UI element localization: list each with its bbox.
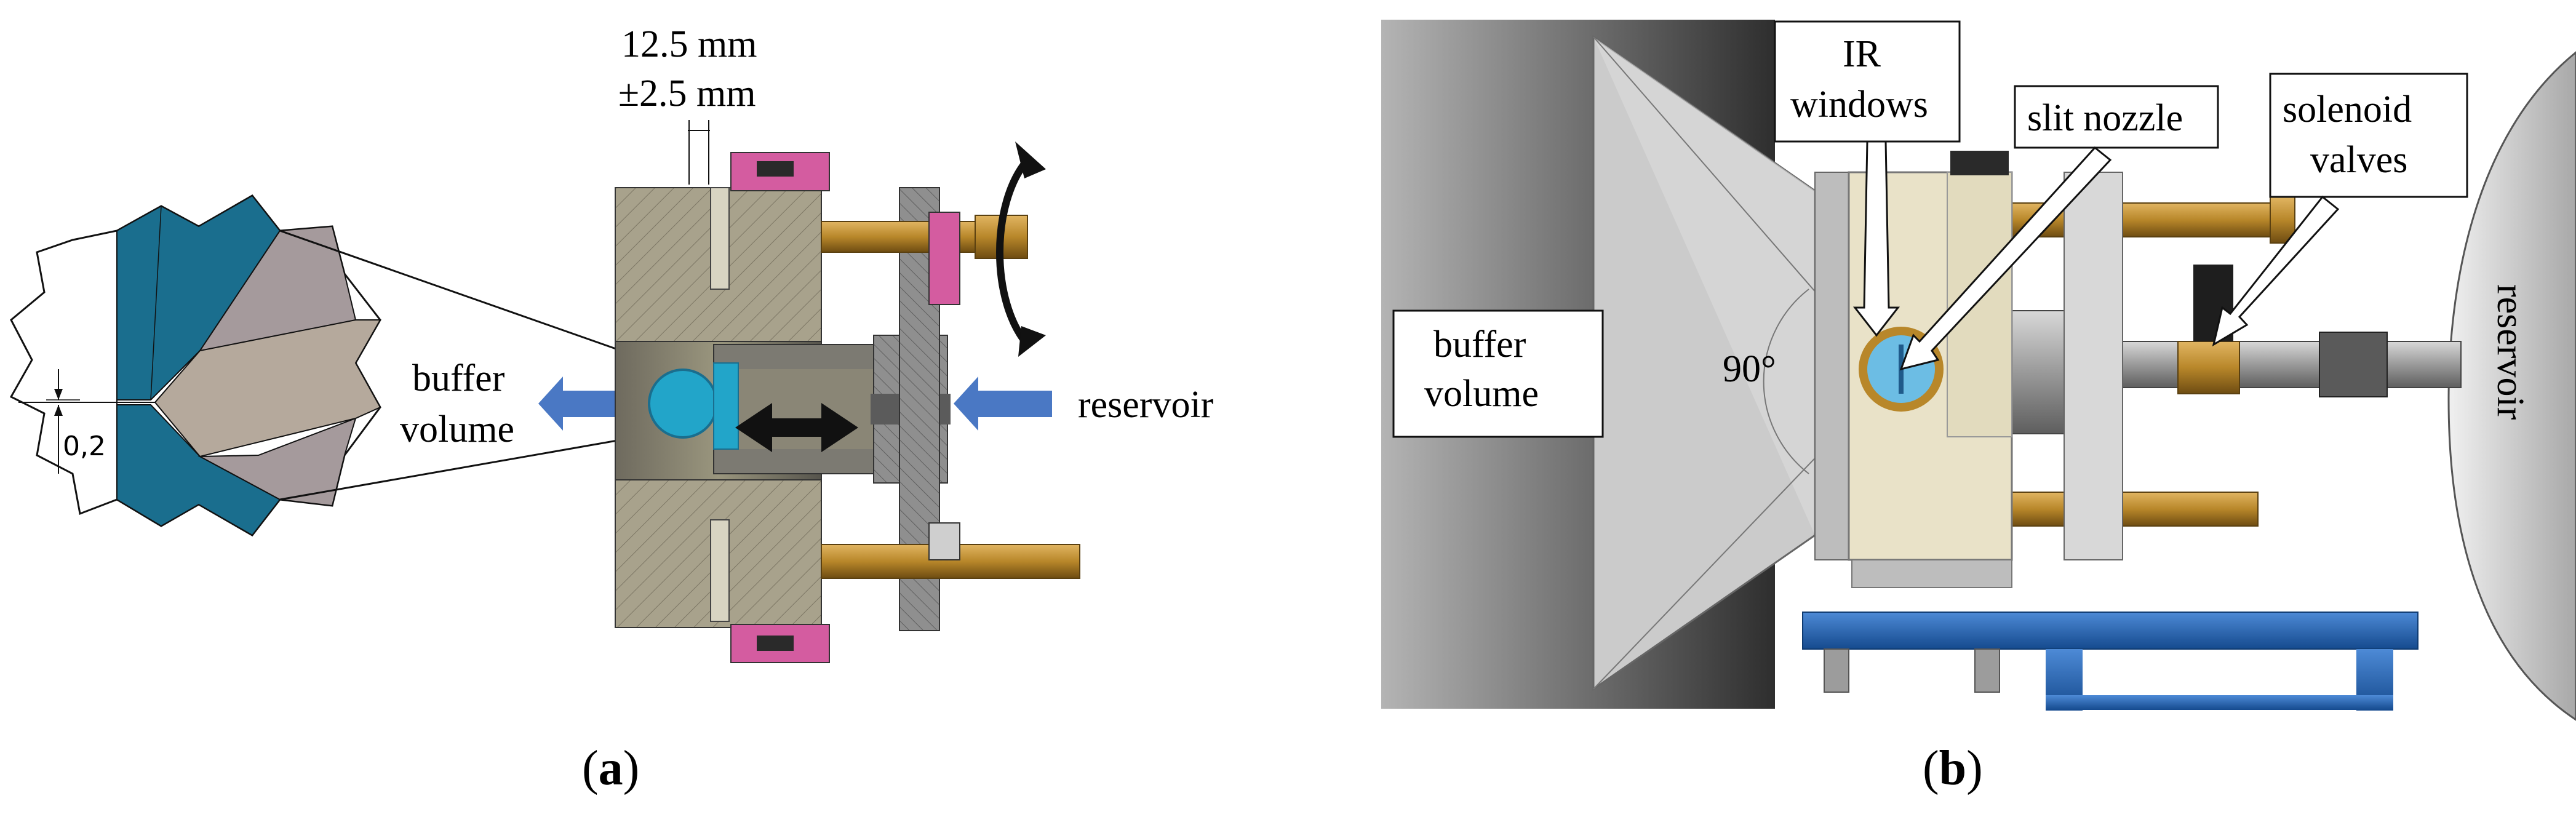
dim-arrowhead-bottom [54,405,63,416]
rail-foot [2046,695,2393,710]
caption-b: (b) [1923,741,1983,795]
buffer-volume-box: buffer volume [1392,309,1604,438]
detail-line-2 [150,205,162,401]
nozzle-channel-taupe [154,319,381,458]
gap-label: 0,2 [63,431,106,462]
rail-top [1802,612,2418,650]
valve-body [2177,341,2240,394]
nozzle-blue-insert [713,362,739,450]
dimension-value: 12.5 mm [621,23,757,65]
ir-windows-callout: IR windows [1774,20,1961,337]
bolt-2 [1974,648,2000,693]
reservoir-vertical-label: reservoir [2489,284,2531,420]
housing-cap-top [1950,151,2009,175]
zoom-connector-bottom [279,429,674,501]
angle-label: 90° [1723,348,1776,390]
reservoir-label: reservoir [1078,384,1214,426]
slit-nozzle-callout: slit nozzle [1899,85,2219,371]
reservoir-flow-arrow [954,377,1052,431]
rotation-arrowhead-top [1015,141,1046,178]
dim-arrowhead-top [54,389,63,400]
buffer-label-line1: buffer [412,357,505,399]
caption-a: (a) [582,741,639,795]
solenoid-valves-label-line2: valves [2310,139,2407,181]
rotation-arrow [996,157,1031,347]
buffer-volume-label-line2: volume [1424,373,1539,415]
clamp-right-lower [928,522,960,560]
translation-arrow [735,403,858,452]
housing-bolt-lower [710,519,730,622]
ir-windows-label-line2: windows [1790,84,1928,126]
slit-nozzle-label: slit nozzle [2027,97,2183,139]
panel-b: buffer volume 90° IR windows slit nozzle… [1381,20,2576,795]
buffer-flow-arrow [538,377,640,431]
rod-b-upper-cap [2270,196,2295,244]
panel-a: 0,2 buffer volume 12.5 mm ±2.5 mm [9,23,1214,795]
clamp-right-upper [928,212,960,305]
slit-callout-arrow [1899,146,2112,371]
ir-windows-label-line1: IR [1843,33,1881,75]
housing-feet [1851,559,2012,588]
rod-b-lower [2011,492,2259,527]
reservoir-disk [2447,51,2576,721]
housing-plate-right [2064,172,2123,560]
zoom-connector-top [279,229,674,370]
dimension-tolerance: ±2.5 mm [618,73,756,114]
bolt-1 [1824,648,1849,693]
buffer-label-line2: volume [400,408,514,450]
buffer-cone-shade [1593,37,1815,535]
nozzle-blue-circle [648,369,718,439]
solenoid-valves-callout: solenoid valves [2212,73,2468,347]
housing-bolt-upper [710,187,730,290]
ir-callout-arrow [1852,140,1900,337]
clamp-top-inner [757,161,794,177]
nozzle-detail-zoom: 0,2 [9,194,381,536]
clamp-bottom-inner [757,636,794,651]
solenoid-valves-label-line1: solenoid [2283,89,2412,130]
buffer-volume-label-line1: buffer [1434,324,1526,365]
rotation-arrowhead-bottom [1018,326,1046,357]
bellows [2319,332,2388,397]
nozzle-housing-side [1814,172,1849,560]
solenoid-callout-arrow [2212,195,2340,347]
angle-arc [1763,289,1809,474]
